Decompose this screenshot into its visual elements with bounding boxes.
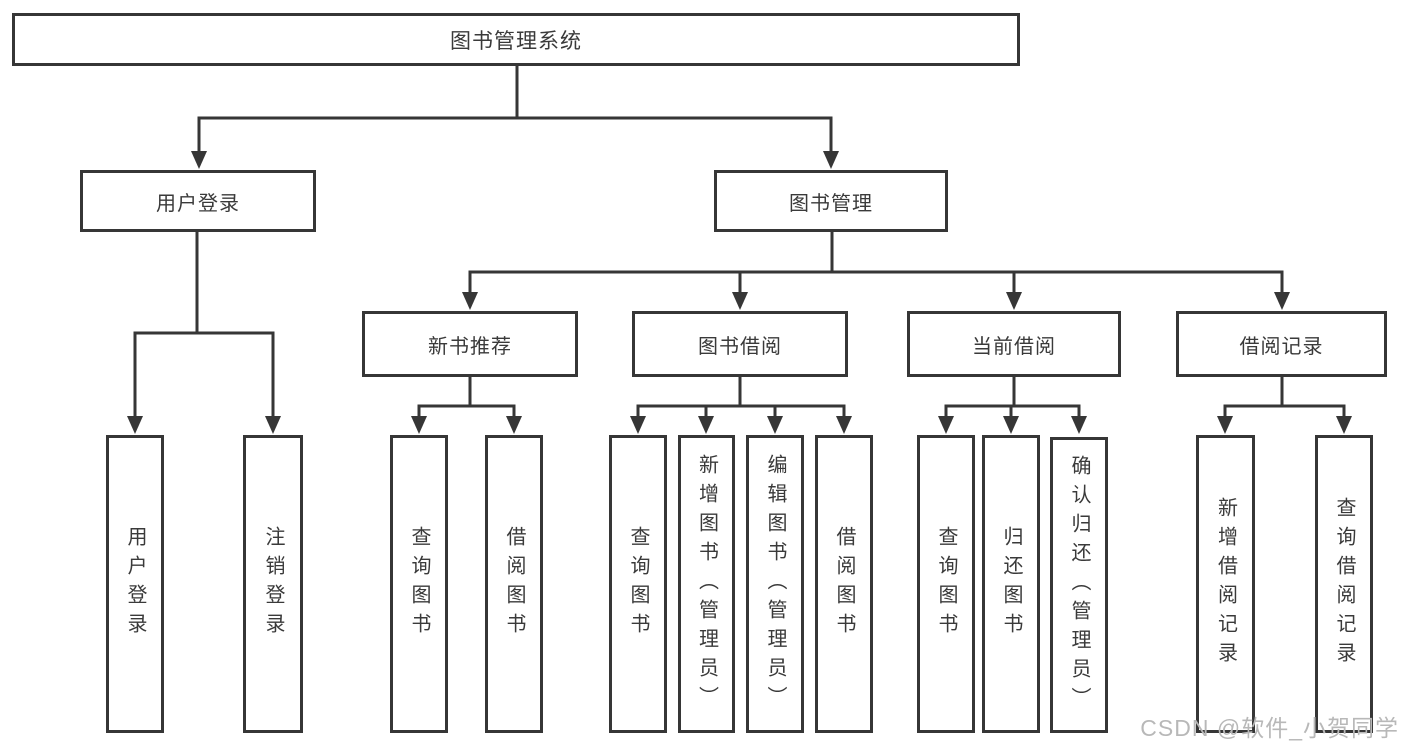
leaf-newbook-query-label: 查询图书	[408, 526, 430, 642]
leaf-borrow-edit-admin: 编辑图书（管理员）	[746, 435, 804, 733]
arrowheads	[127, 151, 1352, 434]
node-book-management: 图书管理	[714, 170, 948, 232]
leaf-current-confirm-admin: 确认归还（管理员）	[1050, 437, 1108, 733]
leaf-current-confirm-admin-label: 确认归还（管理员）	[1068, 454, 1090, 716]
leaf-current-return-label: 归还图书	[1000, 526, 1022, 642]
leaf-current-return: 归还图书	[982, 435, 1040, 733]
node-borrow-records: 借阅记录	[1176, 311, 1387, 377]
leaf-current-query-label: 查询图书	[935, 526, 957, 642]
leaf-borrow-add-admin: 新增图书（管理员）	[678, 435, 735, 733]
leaf-borrow-add-admin-label: 新增图书（管理员）	[695, 453, 718, 715]
csdn-watermark: CSDN @软件_小贺同学	[1140, 715, 1399, 741]
leaf-logout: 注销登录	[243, 435, 303, 733]
node-book-borrow-label: 图书借阅	[698, 335, 782, 358]
node-root: 图书管理系统	[12, 13, 1020, 66]
leaf-newbook-borrow: 借阅图书	[485, 435, 543, 733]
node-current-borrow: 当前借阅	[907, 311, 1121, 377]
leaf-borrow-edit-admin-label: 编辑图书（管理员）	[764, 453, 786, 715]
leaf-borrow-query-label: 查询图书	[627, 526, 649, 642]
leaf-user-login-label: 用户登录	[124, 526, 146, 642]
node-new-book-recommend-label: 新书推荐	[428, 335, 512, 358]
leaf-record-add: 新增借阅记录	[1196, 435, 1255, 733]
node-book-management-label: 图书管理	[789, 192, 873, 215]
leaf-borrow-borrow: 借阅图书	[815, 435, 873, 733]
node-new-book-recommend: 新书推荐	[362, 311, 578, 377]
node-user-login-label: 用户登录	[156, 192, 240, 215]
leaf-newbook-query: 查询图书	[390, 435, 448, 733]
leaf-record-query-label: 查询借阅记录	[1333, 497, 1355, 671]
node-current-borrow-label: 当前借阅	[972, 335, 1056, 358]
leaf-borrow-borrow-label: 借阅图书	[833, 526, 855, 642]
node-borrow-records-label: 借阅记录	[1239, 335, 1324, 358]
leaf-newbook-borrow-label: 借阅图书	[503, 526, 525, 642]
leaf-user-login: 用户登录	[106, 435, 164, 733]
node-user-login: 用户登录	[80, 170, 316, 232]
node-book-borrow: 图书借阅	[632, 311, 848, 377]
leaf-record-query: 查询借阅记录	[1315, 435, 1373, 733]
leaf-current-query: 查询图书	[917, 435, 975, 733]
node-root-label: 图书管理系统	[450, 29, 582, 53]
leaf-borrow-query: 查询图书	[609, 435, 667, 733]
leaf-logout-label: 注销登录	[262, 526, 284, 642]
leaf-record-add-label: 新增借阅记录	[1214, 497, 1237, 671]
